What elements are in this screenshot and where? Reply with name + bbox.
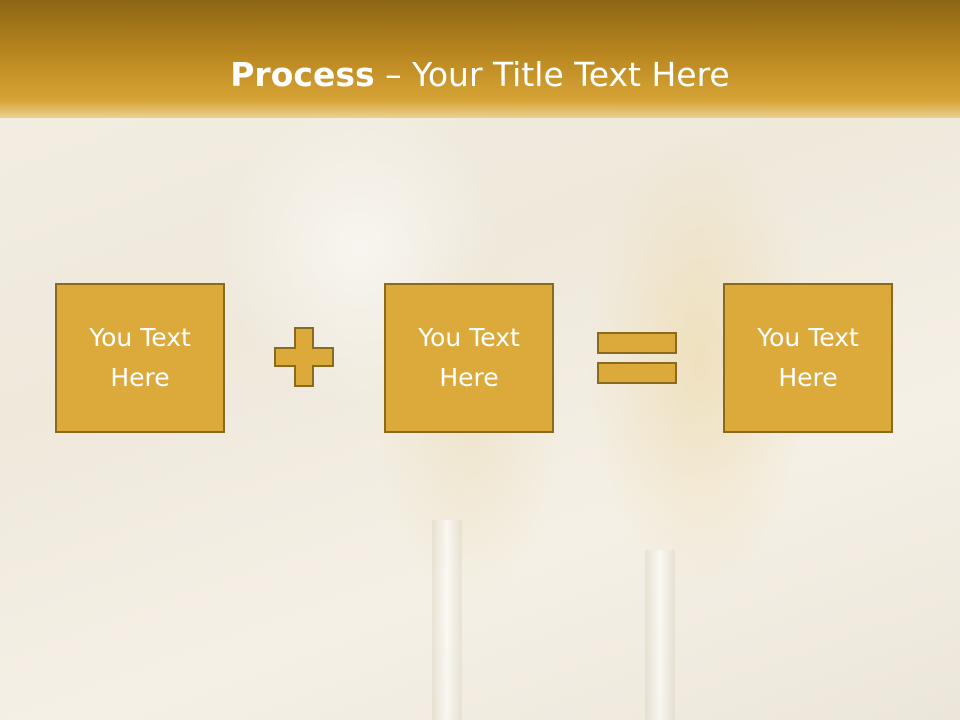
text-box-3-line1: You Text [757, 323, 859, 352]
text-box-3[interactable]: You Text Here [723, 283, 893, 433]
glass-stem-right [645, 550, 675, 720]
text-box-2[interactable]: You Text Here [384, 283, 554, 433]
title-rest-text: – Your Title Text Here [374, 55, 730, 94]
glass-stem-left [432, 520, 462, 720]
equals-icon [597, 332, 677, 384]
plus-icon [274, 327, 334, 387]
title-bold-text: Process [230, 55, 375, 94]
text-box-2-line2: Here [439, 363, 499, 392]
text-box-2-line1: You Text [418, 323, 520, 352]
text-box-1[interactable]: You Text Here [55, 283, 225, 433]
text-box-1-line1: You Text [89, 323, 191, 352]
title-bar [0, 0, 960, 118]
slide-title: Process – Your Title Text Here [0, 50, 960, 100]
text-box-3-line2: Here [778, 363, 838, 392]
text-box-1-line2: Here [110, 363, 170, 392]
